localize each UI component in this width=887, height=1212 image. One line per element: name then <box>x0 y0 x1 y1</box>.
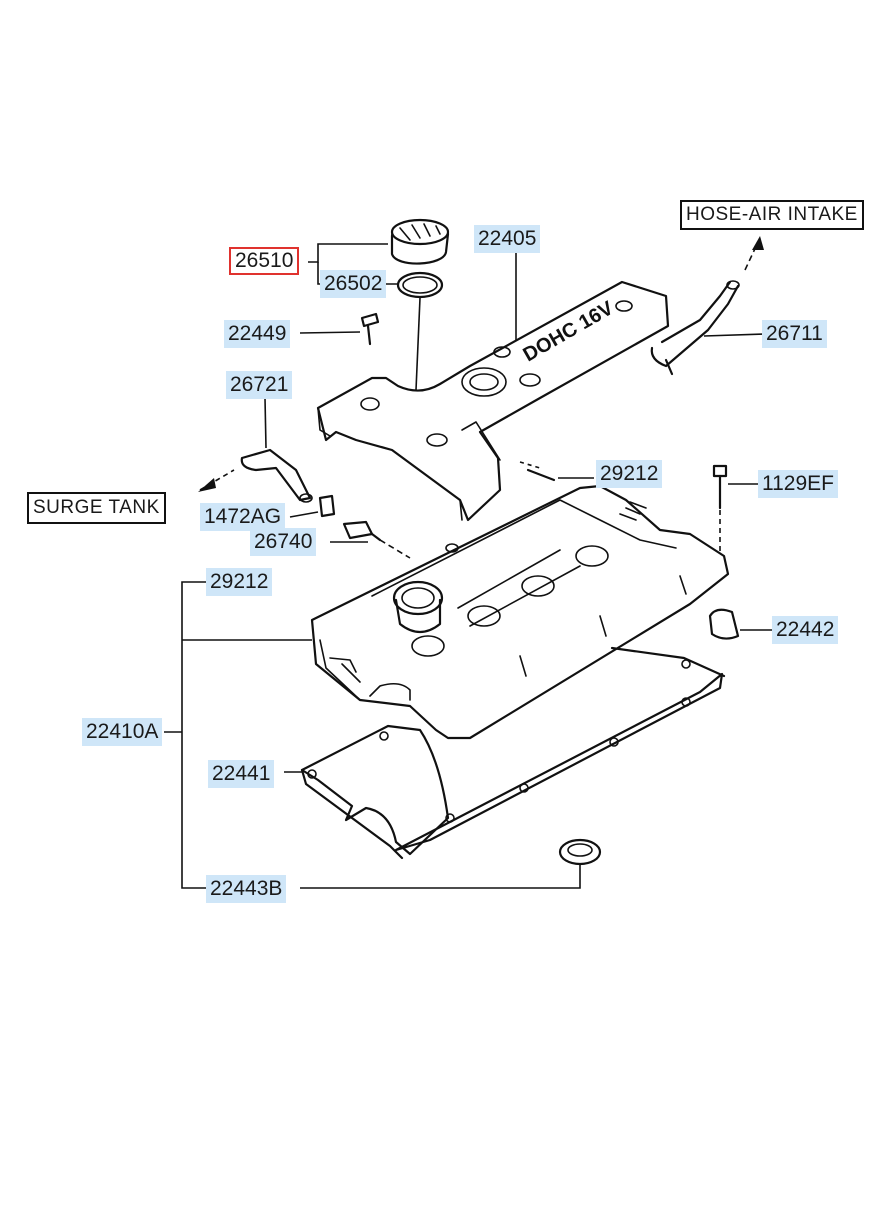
breather-hose <box>240 448 313 503</box>
surge-tank-label: SURGE TANK <box>27 492 166 524</box>
bolt-1129EF <box>712 464 728 560</box>
part-22410A[interactable]: 22410A <box>82 718 163 746</box>
grommet <box>558 838 602 866</box>
part-22405[interactable]: 22405 <box>474 225 541 253</box>
part-26711[interactable]: 26711 <box>762 320 827 348</box>
part-1129EF[interactable]: 1129EF <box>758 470 838 498</box>
half-moon-seal <box>708 608 740 640</box>
rocker-cover <box>310 484 730 740</box>
part-26510[interactable]: 26510 <box>229 247 300 275</box>
cover-gasket <box>300 646 726 860</box>
bolt-22449 <box>360 312 380 346</box>
part-22442[interactable]: 22442 <box>772 616 839 644</box>
hose-air-intake-label: HOSE-AIR INTAKE <box>680 200 864 230</box>
part-22449[interactable]: 22449 <box>224 320 291 348</box>
pcv-valve <box>342 520 382 542</box>
part-26502[interactable]: 26502 <box>320 270 387 298</box>
part-22441[interactable]: 22441 <box>208 760 275 788</box>
air-intake-hose <box>650 280 740 376</box>
part-26740[interactable]: 26740 <box>250 528 317 556</box>
cap-gasket <box>396 271 444 299</box>
oil-filler-cap <box>390 218 450 265</box>
part-26721[interactable]: 26721 <box>226 371 293 399</box>
part-1472AG[interactable]: 1472AG <box>200 503 286 531</box>
engine-cover: DOHC 16V <box>316 280 670 522</box>
part-29212-left[interactable]: 29212 <box>206 568 273 596</box>
part-29212-top[interactable]: 29212 <box>596 460 663 488</box>
part-22443B[interactable]: 22443B <box>206 875 287 903</box>
